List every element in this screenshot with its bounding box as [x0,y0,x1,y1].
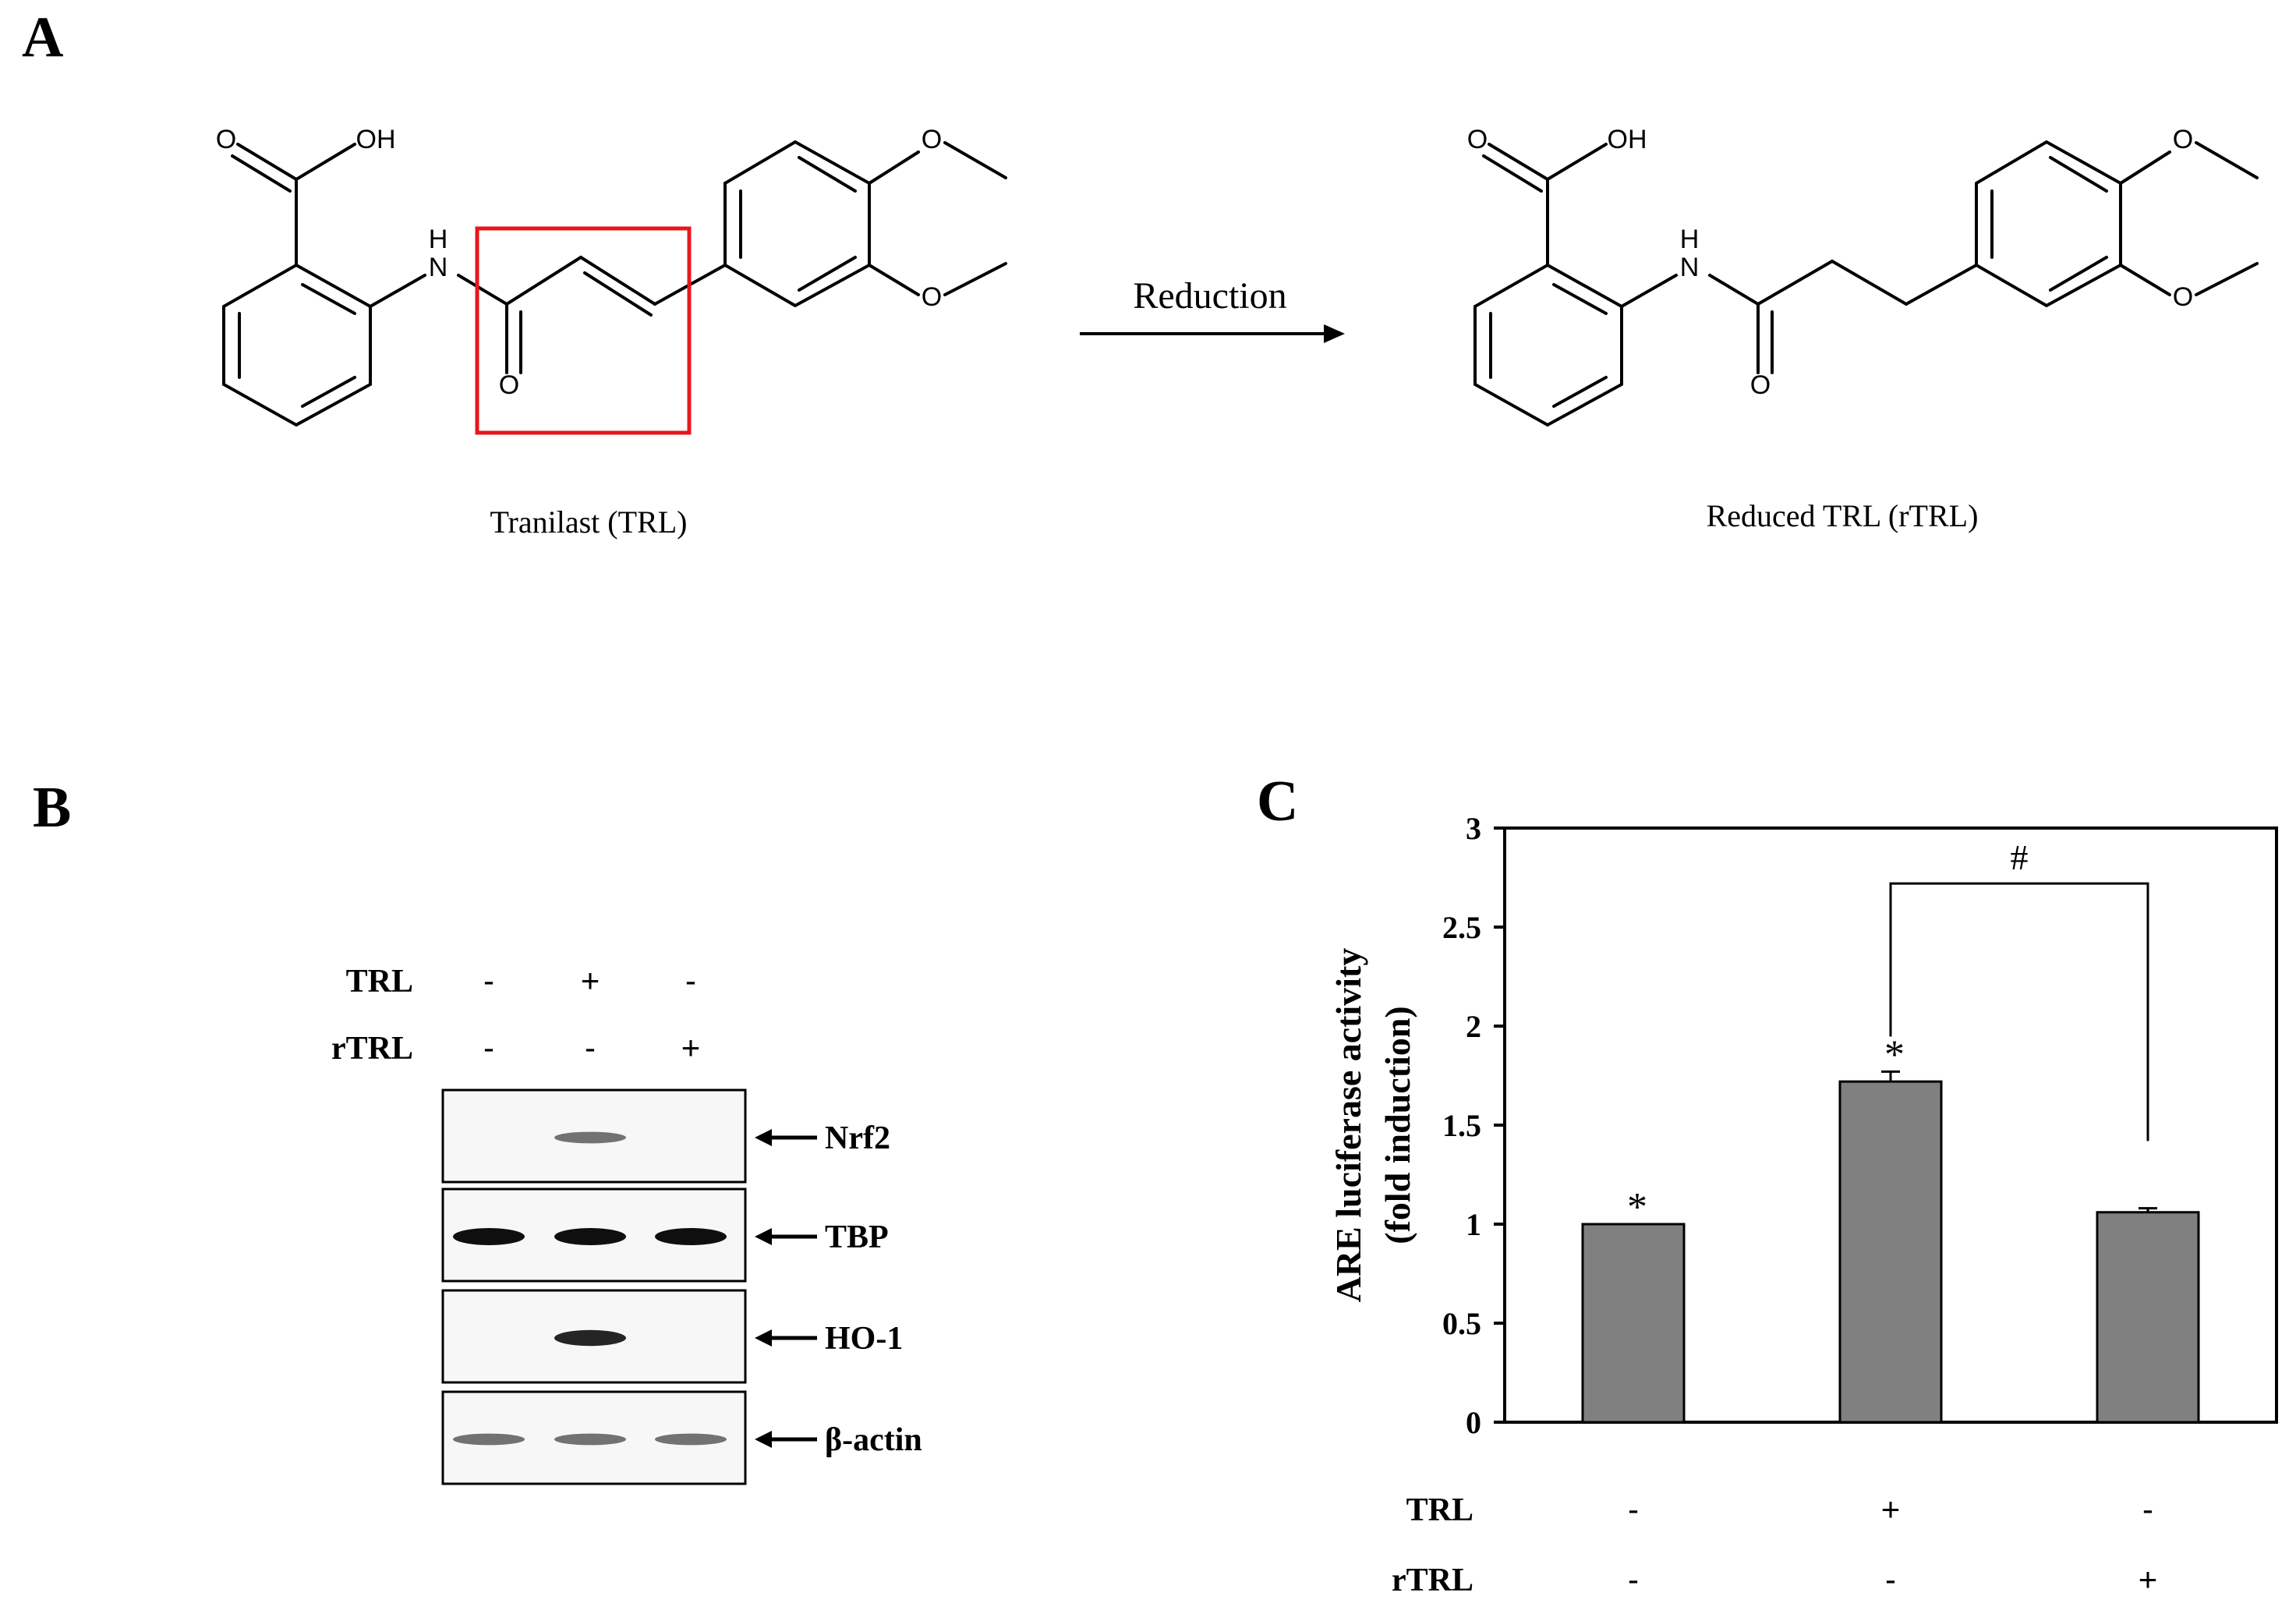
tranilast-atom-labels: O OH H N O O O [216,125,942,400]
bracket-symbol: # [2011,837,2029,877]
significance-marker: * [1627,1185,1647,1230]
svg-text:O: O [1467,125,1488,154]
blot-band [554,1131,626,1144]
svg-text:N: N [1680,253,1700,282]
comparison-bracket [1889,882,2149,1141]
chart-treatment: - [1628,1561,1639,1598]
blot-treatment: + [581,962,600,999]
svg-text:N: N [429,253,448,282]
y-tick-label: 0.5 [1442,1306,1481,1341]
blot-band [453,1433,525,1446]
blot-row-label-rtrl: rTRL [331,1031,413,1067]
blot-band [554,1329,626,1347]
blot-treatment: - [585,1029,596,1066]
reduced-tranilast-name: Reduced TRL (rTRL) [1707,498,1979,533]
significance-marker: * [1884,1032,1905,1077]
chart-row-label: rTRL [1392,1563,1473,1598]
chart-treatment: + [1881,1491,1901,1527]
svg-text:OH: OH [356,125,396,154]
chart-ylabel-line2: (fold induction) [1378,1006,1417,1244]
bar [2096,1211,2200,1424]
reduced-tranilast-structure [1473,140,2259,427]
band-arrow-head [755,1431,772,1448]
blot-band [655,1433,727,1446]
y-tick-label: 2 [1466,1009,1481,1044]
chart-ylabel-line1: ARE luciferase activity [1328,948,1368,1303]
band-label: β-actin [825,1422,922,1458]
svg-text:O: O [922,125,942,154]
conjugated-bond-highlight [475,226,692,435]
band-label: HO-1 [825,1321,903,1357]
svg-text:O: O [499,370,519,400]
band-label: Nrf2 [825,1120,890,1156]
blot-band [453,1228,525,1245]
blot-treatment: - [685,962,696,999]
y-tick-label: 1.5 [1442,1108,1481,1143]
svg-text:O: O [1750,370,1771,400]
svg-text:O: O [2173,282,2193,312]
chart-treatment: - [1628,1491,1639,1527]
reduced-tranilast-atom-labels: O OH H N O O O [1467,125,2193,400]
svg-text:H: H [1680,225,1700,254]
blot-row-label-trl: TRL [346,964,413,1000]
band-arrow-head [755,1228,772,1245]
blot-treatment: - [483,1029,494,1066]
tranilast-name: Tranilast (TRL) [490,504,688,540]
bar [1838,1080,1943,1424]
blot-band [554,1433,626,1446]
luciferase-chart: 0 0.5 1 1.5 2 2.5 3 * * # TRL - + - rTRL - - + ARE luc… [1328,811,2278,1598]
y-tick-label: 0 [1466,1405,1481,1440]
blot-band [554,1228,626,1245]
panel-label-c: C [1257,770,1298,834]
panel-label-b: B [33,776,71,840]
panel-label-a: A [22,5,63,69]
chart-treatment: - [2142,1491,2153,1527]
blot-treatment: - [483,962,494,999]
reaction-arrow [1080,324,1345,343]
svg-text:O: O [922,282,942,312]
svg-text:O: O [2173,125,2193,154]
band-arrow-head [755,1129,772,1146]
reduction-label: Reduction [1133,275,1286,317]
tranilast-structure [222,140,1007,427]
band-arrow-head [755,1329,772,1347]
bar [1581,1223,1686,1424]
blot-band [655,1228,727,1245]
y-tick-label: 3 [1466,811,1481,846]
band-label: TBP [825,1219,889,1255]
chart-treatment: + [2139,1561,2158,1598]
y-tick-label: 2.5 [1442,910,1481,945]
svg-text:H: H [429,225,448,254]
chart-row-label: TRL [1406,1492,1473,1528]
svg-text:OH: OH [1608,125,1647,154]
svg-text:O: O [216,125,236,154]
chart-treatment: - [1885,1561,1896,1598]
y-tick-label: 1 [1466,1207,1481,1242]
blot-treatment: + [681,1029,701,1066]
